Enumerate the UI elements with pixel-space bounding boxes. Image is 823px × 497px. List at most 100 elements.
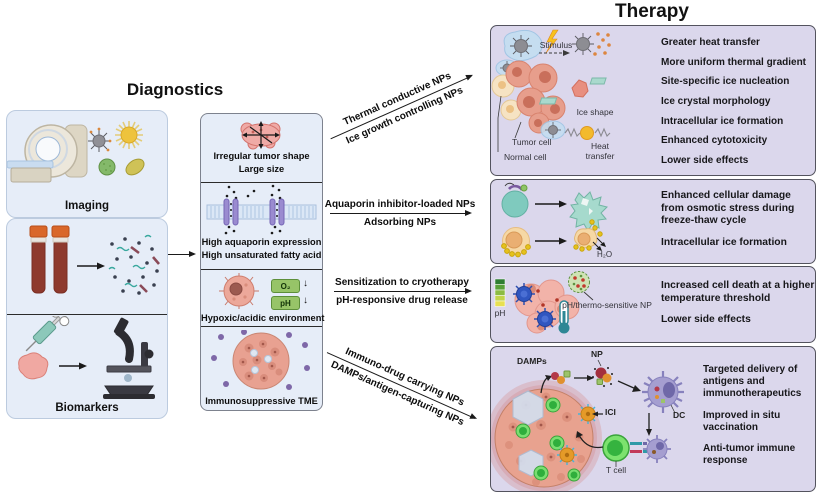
green-sphere-icon bbox=[98, 158, 116, 176]
sensitization-illustration bbox=[494, 271, 594, 334]
thermo-np-label: pH/thermo-sensitive NP bbox=[562, 300, 652, 310]
thermometer-icon bbox=[558, 300, 570, 334]
aquaporin-membrane-icon bbox=[206, 184, 317, 235]
therapy-point: Lower side effects bbox=[661, 155, 749, 167]
immunosuppressive-tme-icon bbox=[211, 330, 310, 390]
biomarker-dots bbox=[110, 237, 159, 295]
small-dendritic-cell bbox=[643, 435, 671, 463]
heat-transfer-label: Heat transfer bbox=[585, 141, 615, 161]
rna-squiggles bbox=[108, 234, 152, 288]
therapy-panel-thermal: Stimulus Ice shape Tumor cell Normal cel… bbox=[490, 25, 816, 176]
microscope-icon bbox=[103, 317, 155, 399]
arrow-label: Adsorbing NPs bbox=[363, 217, 437, 228]
arrow-line bbox=[333, 287, 473, 294]
t-cell bbox=[602, 434, 630, 467]
heat-dots bbox=[593, 32, 611, 56]
np-label: NP bbox=[591, 349, 603, 359]
feature-caption: High unsaturated fatty acid bbox=[201, 250, 322, 260]
feature-caption: Irregular tumor shape bbox=[213, 151, 310, 161]
irregular-tumor-icon bbox=[240, 121, 281, 150]
therapy-point: Improved in situ vaccination bbox=[703, 409, 781, 433]
section-divider bbox=[201, 182, 322, 183]
pill-icon bbox=[125, 158, 145, 176]
arrow-line bbox=[330, 209, 472, 216]
sun-core bbox=[120, 126, 138, 144]
panel-divider bbox=[7, 314, 167, 315]
feature-caption: Large size bbox=[238, 164, 285, 174]
down-arrow-icon: ↓ bbox=[303, 295, 308, 306]
mri-scanner-icon bbox=[7, 121, 145, 183]
np-complex bbox=[592, 367, 613, 387]
water-dots bbox=[224, 184, 282, 235]
np-arrow-sensitization: Sensitization to cryotherapy pH-responsi… bbox=[328, 277, 476, 306]
ici-label: ICI bbox=[605, 407, 616, 417]
immune-suppressor-dots bbox=[211, 330, 310, 390]
inhibitor-np-icon bbox=[508, 184, 524, 191]
nanoparticle-icon bbox=[514, 39, 528, 53]
therapy-panel-sensitization: pH pH/thermo-sensitive NP Increased cell… bbox=[490, 266, 816, 343]
dc-label: DC bbox=[673, 410, 686, 420]
therapy-point: Intracellular ice formation bbox=[661, 236, 787, 248]
arrow-line bbox=[330, 75, 472, 140]
blood-sample-icon bbox=[29, 225, 160, 295]
ice-shape-label: Ice shape bbox=[576, 107, 614, 117]
therapy-point: Increased cell death at a higher tempera… bbox=[661, 280, 815, 304]
thermal-illustration bbox=[491, 29, 611, 152]
syringe-icon bbox=[25, 316, 70, 352]
section-divider bbox=[201, 269, 322, 270]
damps-shapes bbox=[551, 370, 571, 384]
tumor-cell-label: Tumor cell bbox=[512, 137, 552, 147]
np-arrow-aquaporin: Aquaporin inhibitor-loaded NPs Adsorbing… bbox=[324, 199, 476, 228]
arrow-label: Sensitization to cryotherapy bbox=[335, 277, 469, 288]
leader-lines bbox=[497, 95, 522, 152]
damaged-cell-icon bbox=[569, 191, 608, 233]
tumor-cluster bbox=[491, 60, 566, 134]
therapy-point: Ice crystal morphology bbox=[661, 96, 771, 108]
h2o-label: H₂O bbox=[597, 250, 613, 259]
ph-label: pH bbox=[494, 308, 506, 318]
osmotic-illustration bbox=[501, 182, 608, 258]
thermo-np-icon bbox=[568, 271, 590, 293]
receptor-bars bbox=[630, 442, 647, 453]
blood-tubes bbox=[29, 225, 70, 294]
flow-arrow bbox=[168, 250, 196, 257]
ici-cells bbox=[557, 404, 598, 465]
biomarkers-panel: Biomarkers bbox=[6, 218, 168, 419]
therapy-panel-osmotic: H₂O Enhanced cellular damage from osmoti… bbox=[490, 179, 816, 264]
imaging-label: Imaging bbox=[64, 200, 110, 212]
ice-shape-icon bbox=[538, 77, 607, 105]
ph-badge: pH bbox=[271, 296, 300, 310]
therapy-title: Therapy bbox=[615, 1, 689, 22]
imaging-panel: Imaging bbox=[6, 110, 168, 218]
diagnostics-title: Diagnostics bbox=[126, 80, 224, 99]
feature-caption: Immunosuppressive TME bbox=[205, 396, 318, 406]
therapy-point: Site-specific ice nucleation bbox=[661, 76, 790, 88]
section-divider bbox=[201, 326, 322, 327]
size-arrows bbox=[244, 123, 278, 147]
tissue-icon bbox=[18, 352, 49, 380]
heat-transfer-icon bbox=[564, 126, 611, 140]
green-immune-cells bbox=[515, 397, 581, 482]
np-arrow-thermal: Thermal conductive NPs Ice growth contro… bbox=[318, 60, 483, 155]
feature-caption: Hypoxic/acidic environment bbox=[201, 313, 325, 323]
therapy-point: Anti-tumor immune response bbox=[703, 442, 796, 467]
biopsy-microscope-icon bbox=[18, 316, 155, 399]
biomarkers-label: Biomarkers bbox=[55, 402, 119, 414]
stimulus-label: Stimulus bbox=[539, 40, 573, 50]
tumor-features-panel: Irregular tumor shape Large size bbox=[200, 113, 325, 411]
aquaporin-channels bbox=[223, 198, 285, 226]
dna-strands bbox=[130, 245, 160, 293]
therapy-point: More uniform thermal gradient bbox=[661, 56, 807, 68]
arrow-line bbox=[326, 352, 476, 419]
arrow-label: Aquaporin inhibitor-loaded NPs bbox=[324, 199, 476, 210]
normal-cell-label: Normal cell bbox=[504, 152, 547, 162]
arrow-label: pH-responsive drug release bbox=[336, 295, 468, 306]
hypoxic-cell-icon bbox=[219, 273, 259, 309]
dendritic-cell bbox=[642, 371, 684, 413]
lightning-icon bbox=[545, 29, 559, 54]
damps-label: DAMPs bbox=[517, 356, 547, 366]
feature-caption: High aquaporin expression bbox=[201, 237, 322, 247]
therapy-point: Intracellular ice formation bbox=[661, 115, 784, 127]
frozen-cells bbox=[513, 283, 556, 330]
